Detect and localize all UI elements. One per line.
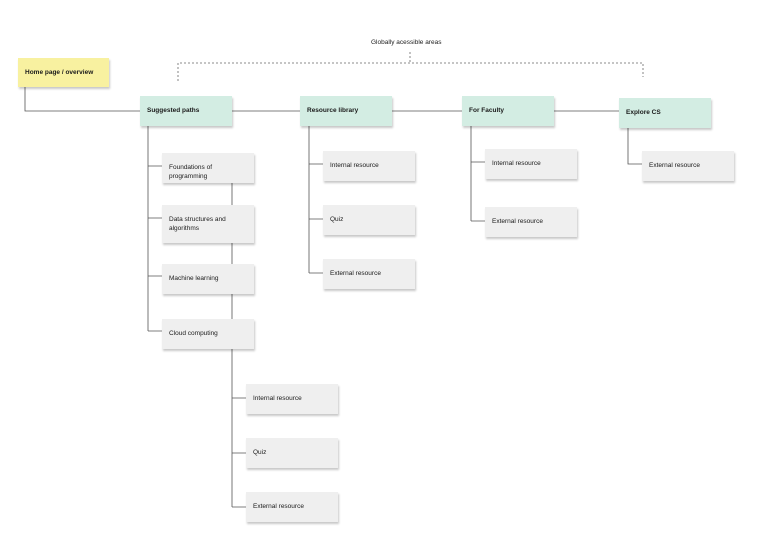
path-node: Foundations of programming xyxy=(162,153,254,183)
section-resource-library: Resource library xyxy=(300,96,392,126)
faculty-resource-label: Internal resource xyxy=(492,160,541,167)
path-node: Machine learning xyxy=(162,264,254,294)
section-resource-library-label: Resource library xyxy=(307,107,359,114)
main-connector xyxy=(24,85,625,112)
path-node: Cloud computing xyxy=(162,319,254,349)
cloud-resource-node: Quiz xyxy=(246,438,338,468)
library-resource-label: External resource xyxy=(330,270,381,277)
explore-cs-trunk xyxy=(627,128,642,165)
section-explore-cs: Explore CS xyxy=(619,98,711,128)
cloud-resource-label: External resource xyxy=(253,503,304,510)
cloud-resource-label: Quiz xyxy=(253,449,267,456)
library-resource-node: External resource xyxy=(323,259,415,289)
section-for-faculty: For Faculty xyxy=(462,96,554,126)
library-resource-label: Internal resource xyxy=(330,162,379,169)
library-resource-node: Internal resource xyxy=(323,151,415,181)
library-resource-node: Quiz xyxy=(323,205,415,235)
section-suggested-paths-label: Suggested paths xyxy=(147,107,200,114)
path-node-label: Cloud computing xyxy=(169,330,218,337)
path-node-label: Data structures and algorithms xyxy=(169,216,226,232)
section-suggested-paths: Suggested paths xyxy=(140,96,232,126)
faculty-resource-label: External resource xyxy=(492,218,543,225)
home-node-label: Home page / overview xyxy=(25,69,94,76)
path-node-label: Foundations of programming xyxy=(169,164,213,180)
explore-resource-node: External resource xyxy=(642,151,734,181)
path-node-label: Machine learning xyxy=(169,275,219,282)
cloud-resource-node: External resource xyxy=(246,492,338,522)
faculty-resource-node: External resource xyxy=(485,207,577,237)
cloud-resource-node: Internal resource xyxy=(246,384,338,414)
explore-resource-label: External resource xyxy=(649,162,700,169)
home-node: Home page / overview xyxy=(18,58,109,87)
faculty-resource-node: Internal resource xyxy=(485,149,577,179)
cloud-resource-label: Internal resource xyxy=(253,395,302,402)
library-resource-label: Quiz xyxy=(330,216,344,223)
global-access-bracket xyxy=(177,62,644,81)
path-node: Data structures and algorithms xyxy=(162,205,254,243)
global-areas-caption: Globally acessible areas xyxy=(371,39,442,46)
section-for-faculty-label: For Faculty xyxy=(469,107,505,114)
section-explore-cs-label: Explore CS xyxy=(626,109,661,116)
